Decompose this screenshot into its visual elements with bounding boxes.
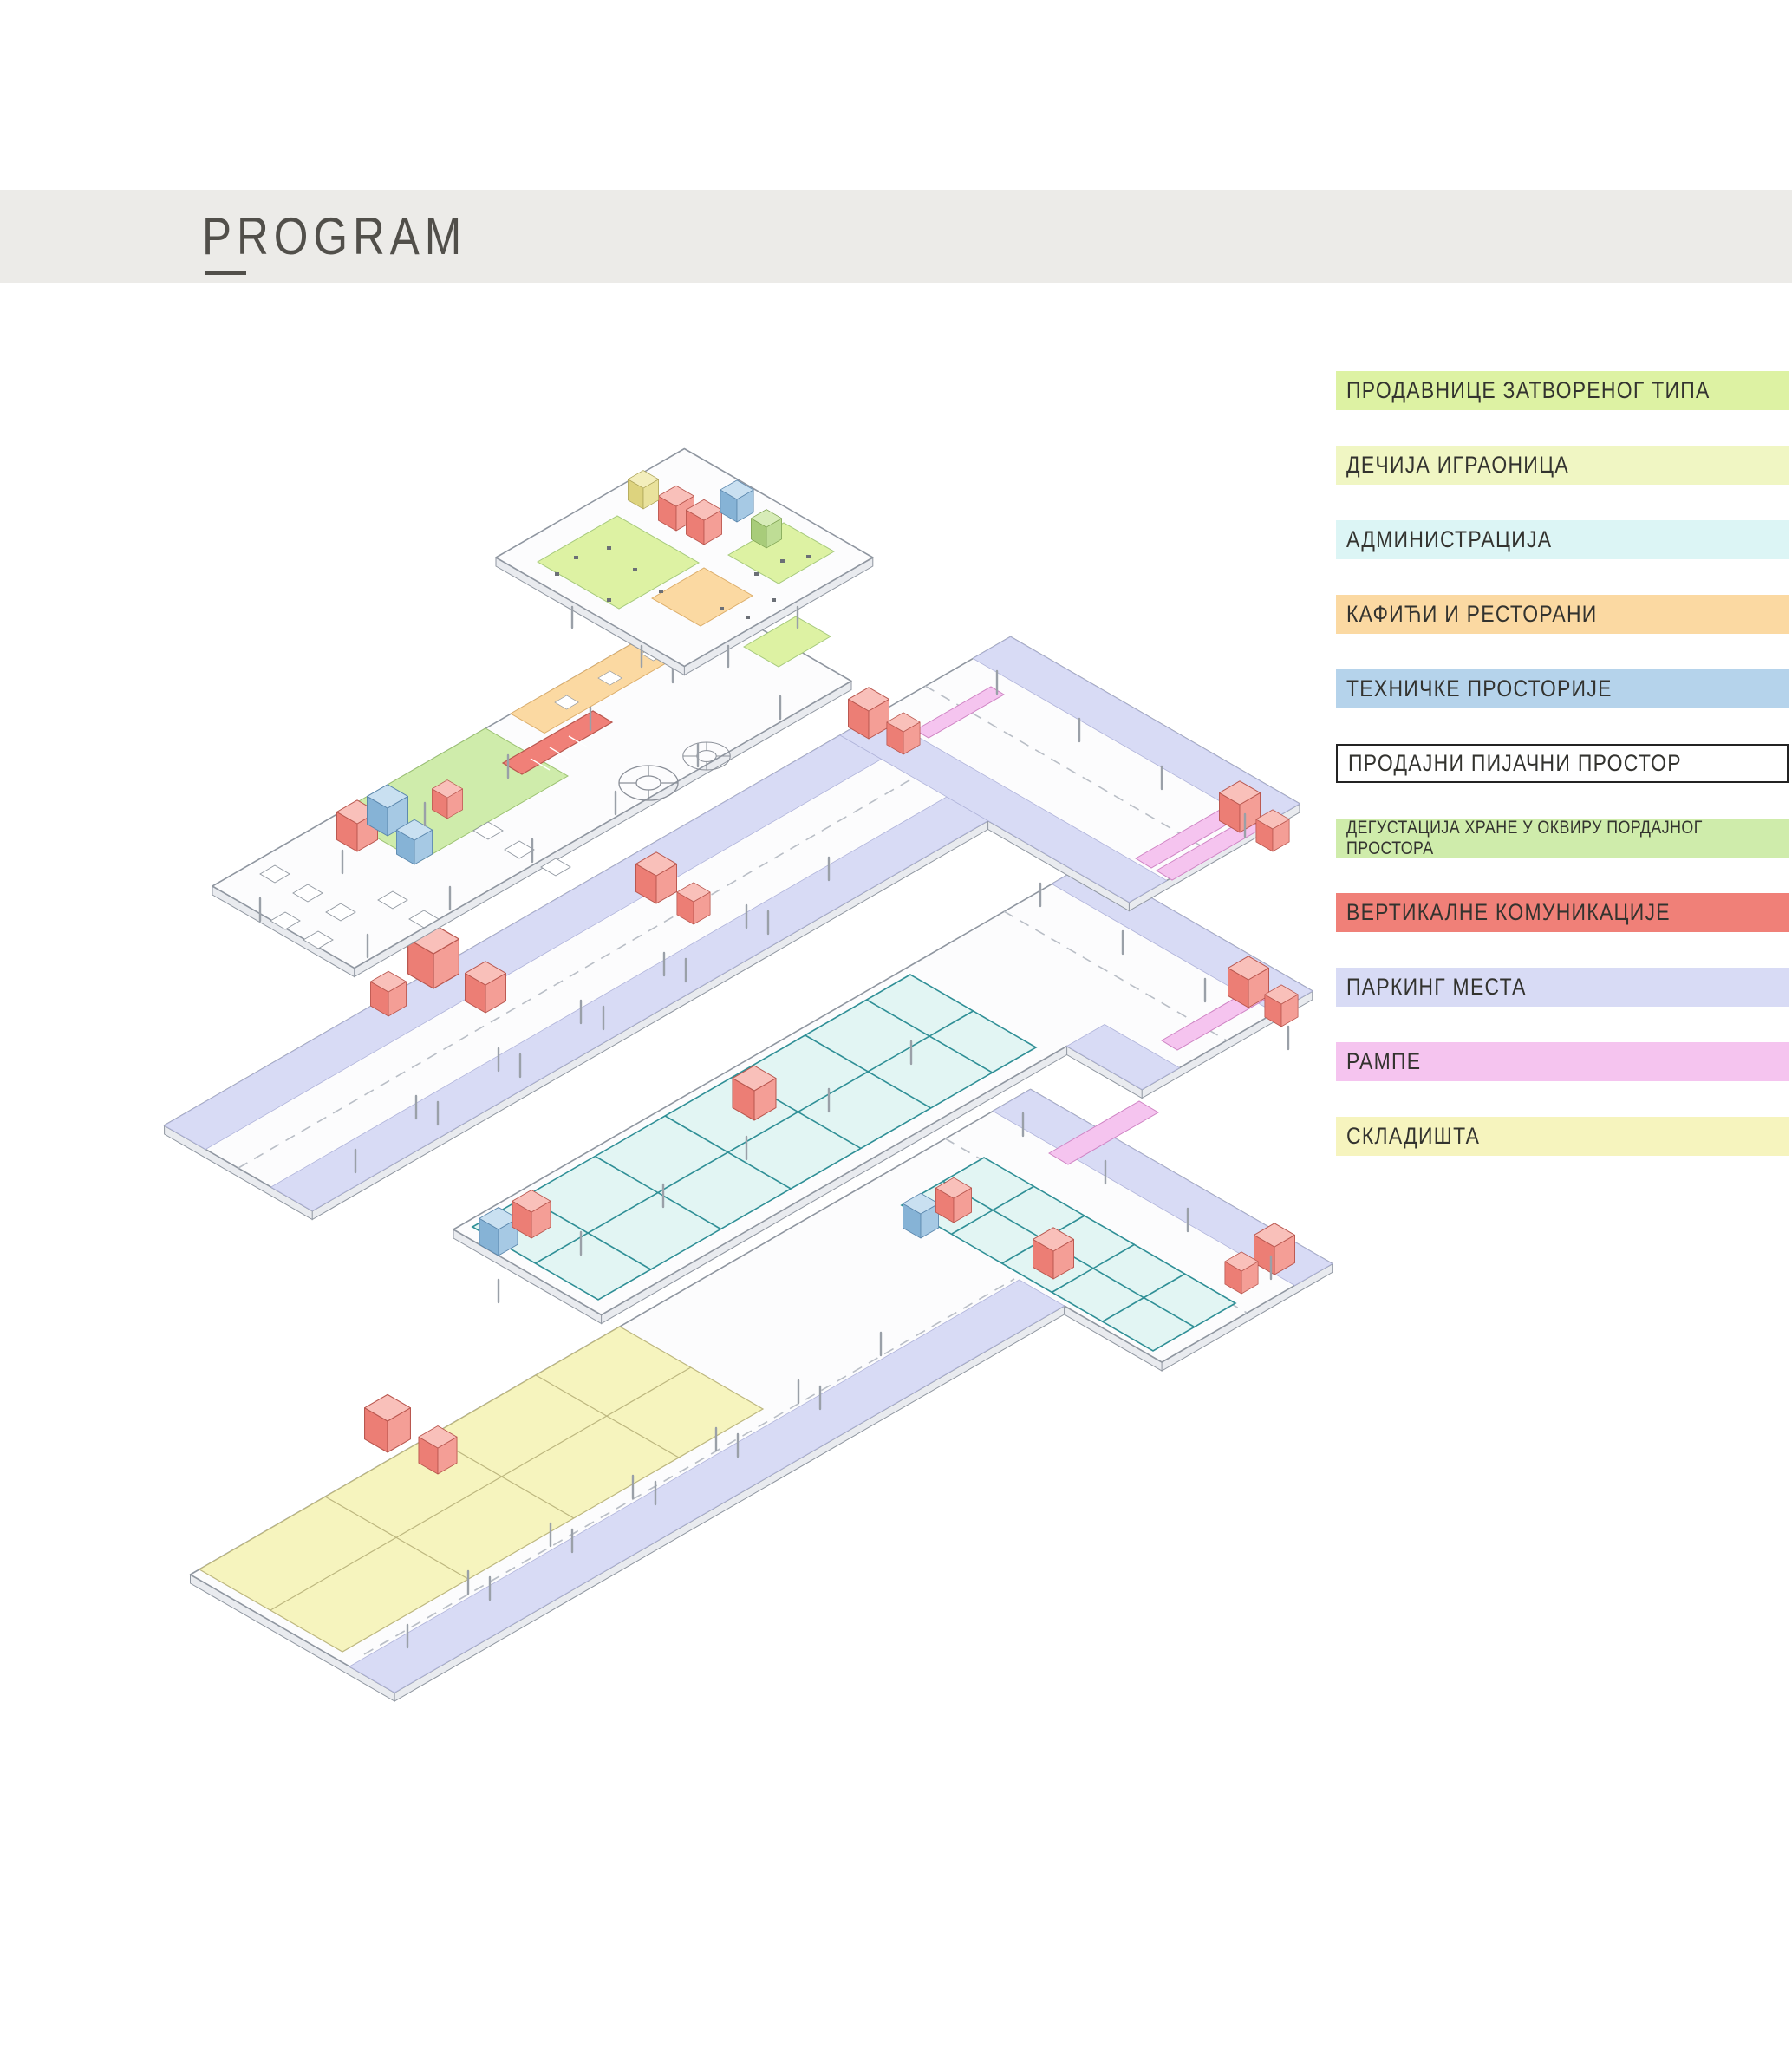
upper-level-plate	[495, 447, 874, 676]
furniture-dots	[555, 546, 811, 619]
legend-item-ramps: РАМПЕ	[1336, 1042, 1789, 1081]
stair-run	[501, 710, 614, 775]
shops-green-zone	[743, 616, 831, 668]
legend-label: ПРОДАЈНИ ПИЈАЧНИ ПРОСТОР	[1348, 750, 1682, 776]
parking-level-plate	[163, 636, 1300, 1221]
level-minus1-plate	[453, 861, 1313, 1325]
storage-rooms-zone	[198, 1326, 765, 1653]
legend-label: АДМИНИСТРАЦИЈА	[1346, 526, 1553, 552]
columns-rows	[570, 605, 799, 669]
legend-item-shops-closed: ПРОДАВНИЦЕ ЗАТВОРЕНОГ ТИПА	[1336, 371, 1789, 410]
legend-label: ТЕХНИЧКЕ ПРОСТОРИЈЕ	[1346, 675, 1613, 701]
legend-label: ВЕРТИКАЛНЕ КОМУНИКАЦИЈЕ	[1346, 899, 1671, 925]
legend-label: ДЕГУСТАЦИЈА ХРАНЕ У ОКВИРУ ПОРДАЈНОГ ПРО…	[1346, 817, 1703, 858]
cafe-zone	[651, 567, 753, 627]
legend-label: ПАРКИНГ МЕСТА	[1346, 974, 1527, 1000]
legend-item-parking-spaces: ПАРКИНГ МЕСТА	[1336, 968, 1789, 1007]
ground-level-plate	[212, 598, 852, 978]
market-cells-zone	[471, 974, 1038, 1301]
shops-green-zone	[536, 515, 701, 610]
page-title: PROGRAM	[202, 206, 513, 266]
legend-item-kids-playroom: ДЕЧИЈА ИГРАОНИЦА	[1336, 446, 1789, 485]
legend-label: КАФИЋИ И РЕСТОРАНИ	[1346, 601, 1598, 627]
legend-item-administration: АДМИНИСТРАЦИЈА	[1336, 520, 1789, 559]
legend-item-food-tasting: ДЕГУСТАЦИЈА ХРАНЕ У ОКВИРУ ПОРДАЈНОГ ПРО…	[1336, 817, 1789, 858]
page-title-text: PROGRAM	[202, 207, 467, 265]
ramp	[1048, 1100, 1159, 1165]
legend-label: ПРОДАВНИЦЕ ЗАТВОРЕНОГ ТИПА	[1346, 377, 1711, 403]
level-minus2-plate	[189, 1088, 1333, 1702]
ramps	[915, 686, 1263, 881]
title-underline	[205, 271, 246, 275]
header-band	[0, 190, 1792, 283]
legend-item-market-sales-space: ПРОДАЈНИ ПИЈАЧНИ ПРОСТОР	[1336, 744, 1789, 783]
parking-strips	[163, 636, 1300, 1211]
legend-item-vertical-communications: ВЕРТИКАЛНЕ КОМУНИКАЦИЈЕ	[1336, 893, 1789, 932]
legend-item-cafes-restaurants: КАФИЋИ И РЕСТОРАНИ	[1336, 595, 1789, 634]
legend-label: РАМПЕ	[1346, 1048, 1422, 1074]
legend-label: СКЛАДИШТА	[1346, 1123, 1481, 1149]
legend-item-technical-rooms: ТЕХНИЧКЕ ПРОСТОРИЈЕ	[1336, 669, 1789, 708]
legend-item-storage: СКЛАДИШТА	[1336, 1117, 1789, 1156]
program-legend: ПРОДАВНИЦЕ ЗАТВОРЕНОГ ТИПА ДЕЧИЈА ИГРАОН…	[1336, 371, 1789, 1191]
legend-label: ДЕЧИЈА ИГРАОНИЦА	[1346, 452, 1569, 478]
